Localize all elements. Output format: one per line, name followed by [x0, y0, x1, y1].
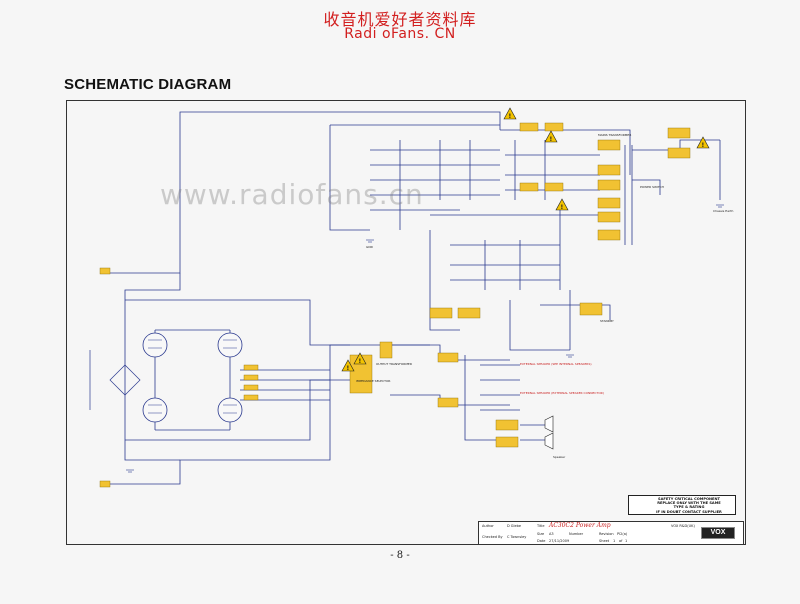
label-external-speaker-1: EXTERNAL SPEAKER (SEE INTERNAL SPEAKERS)	[520, 362, 592, 366]
speaker-2	[544, 432, 554, 450]
sheet-label: Sheet	[599, 539, 610, 543]
transformer-winding-3	[597, 179, 621, 191]
author-value: D Glebe	[507, 524, 522, 528]
warning-line-1: SAFETY CRITICAL COMPONENT	[658, 497, 720, 501]
label-speaker: Speaker	[553, 455, 566, 459]
power-tubes	[142, 332, 243, 423]
svg-text:!: !	[561, 204, 564, 211]
label-ground: GND	[366, 245, 374, 249]
connector-input-bottom	[99, 480, 111, 488]
page-title: SCHEMATIC DIAGRAM	[64, 76, 232, 93]
bridge-rectifier	[89, 350, 141, 410]
svg-text:!: !	[359, 358, 362, 365]
safety-warning-box: SAFETY CRITICAL COMPONENT REPLACE ONLY W…	[628, 495, 736, 515]
resistor-array-c	[243, 384, 259, 391]
warning-line-3: TYPE & RATING	[673, 505, 705, 510]
vox-logo: VOX	[701, 527, 735, 539]
revision-label: Revision	[599, 532, 614, 536]
size-value: A3	[549, 532, 554, 536]
resistor-array-d	[243, 394, 259, 401]
size-label: Size	[537, 532, 545, 536]
warning-line-4: IF IN DOUBT CONTACT SUPPLIER	[656, 509, 722, 514]
of-label: of	[619, 539, 623, 543]
header-bias-2	[457, 307, 481, 319]
speakers	[544, 415, 554, 450]
output-transformer-core	[379, 341, 393, 359]
header-bias-1	[429, 307, 453, 319]
fuse-c	[519, 182, 539, 192]
of-value: 1	[625, 539, 628, 543]
power-tube-v4	[217, 397, 243, 423]
company-name: VOX R&D(UK)	[671, 524, 695, 528]
tube-elements	[148, 339, 237, 414]
label-output-transformer: OUTPUT TRANSFORMER	[376, 362, 412, 366]
label-standby: STANDBY	[600, 319, 614, 323]
label-impedance-selector: IMPEDANCE SELECTOR	[356, 379, 390, 383]
safety-warnings	[341, 107, 710, 511]
transformer-winding-2	[597, 164, 621, 176]
watermark-site-name: Radi oFans. CN	[344, 26, 456, 42]
speaker-jack-1	[437, 352, 459, 363]
wiring	[110, 111, 721, 485]
sheet-value: 1	[613, 539, 616, 543]
mains-switch	[667, 127, 691, 139]
schematic-frame	[66, 100, 746, 545]
title-block: Author D Glebe Checked By C Townsley Tit…	[478, 521, 744, 545]
revision-value: PI2(a)	[617, 532, 628, 536]
resistor-array-a	[243, 364, 259, 371]
date-value: 27/11/2009	[549, 539, 570, 543]
internal-speaker-header-2	[495, 436, 519, 448]
date-label: Date	[537, 539, 546, 543]
power-tube-v3	[142, 397, 168, 423]
speaker-jack-2	[437, 397, 459, 408]
page-number: - 8 -	[390, 550, 410, 561]
internal-speaker-header-1	[495, 419, 519, 431]
checked-value: C Townsley	[507, 535, 527, 539]
power-tube-v1	[142, 332, 168, 358]
fuse-b	[544, 122, 564, 132]
label-mains-transformer: MAINS TRANSFORMER	[598, 133, 631, 137]
components	[99, 122, 691, 488]
speaker-1	[544, 415, 554, 433]
svg-text:!: !	[702, 142, 705, 149]
label-chassis-earth: Chassis Earth	[713, 209, 733, 213]
resistor-array-b	[243, 374, 259, 381]
fuse-a	[519, 122, 539, 132]
title-label: Title	[537, 524, 545, 528]
transformer-winding-4	[597, 197, 621, 209]
fuse-d	[544, 182, 564, 192]
svg-text:!: !	[347, 365, 350, 372]
ground-symbols	[126, 204, 724, 473]
url-watermark: www.radiofans.cn	[160, 178, 424, 211]
author-label: Author	[482, 524, 494, 528]
relay-header	[579, 302, 603, 316]
checked-label: Checked By	[482, 535, 503, 539]
svg-text:!: !	[550, 136, 553, 143]
label-power-switch: POWER SWITCH	[640, 185, 664, 189]
number-label: Number	[569, 532, 584, 536]
label-external-speaker-2: EXTERNAL SPEAKER (EXTERNAL SPEAKER CONNE…	[520, 391, 604, 395]
connector-input-top	[99, 267, 111, 275]
drawing-title: AC30C2 Power Amp	[549, 522, 611, 529]
transformer-winding-6	[597, 229, 621, 241]
voltage-selector	[667, 147, 691, 159]
svg-text:!: !	[509, 113, 512, 120]
warning-line-2: REPLACE ONLY WITH THE SAME	[657, 501, 721, 506]
transformer-winding-5	[597, 211, 621, 223]
watermark-chinese-title: 收音机爱好者资料库	[323, 10, 477, 29]
power-tube-v2	[217, 332, 243, 358]
transformer-winding-1	[597, 139, 621, 151]
